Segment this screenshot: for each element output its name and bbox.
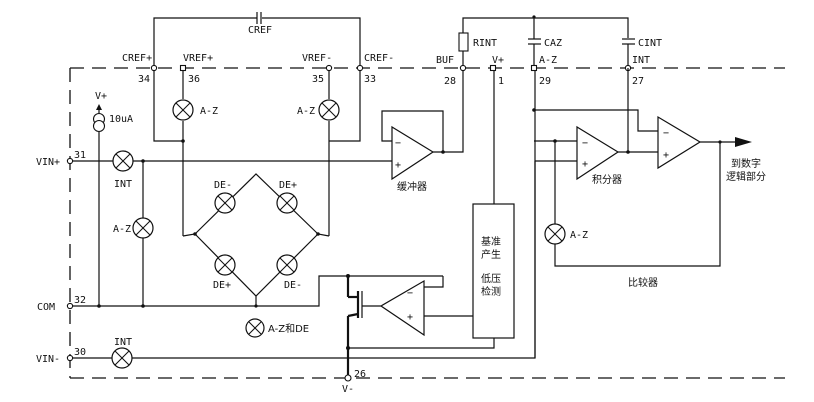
ref-block-line4: 检测 <box>481 285 501 298</box>
caz-label: CAZ <box>544 38 562 49</box>
buffer-minus: − <box>395 138 401 149</box>
pin-number-34: 34 <box>138 74 150 85</box>
current-source-value-label: 10uA <box>109 114 133 125</box>
switch-label-az-comparator: A-Z <box>570 230 588 241</box>
pin-number-28: 28 <box>444 76 456 87</box>
comparator-minus: − <box>663 128 669 139</box>
buffer-plus: + <box>395 160 401 171</box>
output-arrow-icon <box>735 137 752 147</box>
cref-capacitor: CREF <box>153 12 361 68</box>
output-label-line1: 到数字 <box>731 157 761 170</box>
legend-switch-icon <box>245 318 265 338</box>
switch-label-de-bottom-right: DE- <box>284 280 302 291</box>
buffer-opamp: − + <box>391 125 435 181</box>
switch-de-top-left <box>214 192 236 214</box>
ref-block-line1: 基准 <box>481 235 501 248</box>
pin-label-com: COM <box>37 302 55 313</box>
ref-opamp-minus: − <box>407 288 413 299</box>
pin-34 <box>150 64 158 72</box>
pin-number-27: 27 <box>632 76 644 87</box>
legend-switch-note: A-Z和DE <box>268 323 309 335</box>
output-label-line2: 逻辑部分 <box>726 170 766 183</box>
switch-label-az-vref-plus: A-Z <box>200 106 218 117</box>
switch-label-int-vin-plus: INT <box>114 179 132 190</box>
switch-az-comparator <box>544 223 566 245</box>
pin-35 <box>325 64 333 72</box>
cref-label: CREF <box>248 25 272 36</box>
switch-de-bottom-left <box>214 254 236 276</box>
switch-int-vin-minus <box>111 347 133 369</box>
current-source-10ua: V+ 10uA <box>92 91 133 306</box>
switch-de-bottom-right <box>276 254 298 276</box>
ref-opamp-plus: + <box>407 312 413 323</box>
pin-31 <box>66 157 74 165</box>
pin-label-az: A-Z <box>539 55 557 66</box>
pin-33 <box>356 64 364 72</box>
ref-block-line2: 产生 <box>481 248 501 261</box>
cint-label: CINT <box>638 38 662 49</box>
pin-label-cref-minus: CREF- <box>364 53 394 64</box>
pin-32 <box>66 302 74 310</box>
buffer-label: 缓冲器 <box>397 180 427 193</box>
switch-de-top-right <box>276 192 298 214</box>
reference-block: 基准 产生 低压 检测 <box>472 203 515 339</box>
comparator-opamp: − + <box>657 115 702 170</box>
pin-number-32: 32 <box>74 295 86 306</box>
pin-number-30: 30 <box>74 347 86 358</box>
pin-number-31: 31 <box>74 150 86 161</box>
pin-label-vminus: V- <box>342 384 354 395</box>
rint-label: RINT <box>473 38 497 49</box>
pin-label-int: INT <box>632 55 650 66</box>
pin-label-cref-plus: CREF+ <box>122 53 152 64</box>
switch-label-int-vin-minus: INT <box>114 337 132 348</box>
pin-label-vin-minus: VIN- <box>36 354 60 365</box>
ref-block-line3: 低压 <box>481 272 501 285</box>
pin-28 <box>459 64 467 72</box>
pin-30 <box>66 354 74 362</box>
switch-label-az-left: A-Z <box>113 224 131 235</box>
pin-number-26: 26 <box>354 369 366 380</box>
pin-29 <box>530 64 538 72</box>
mosfet-transistor <box>346 274 381 378</box>
switch-label-de-top-left: DE- <box>214 180 232 191</box>
integrator-label: 积分器 <box>592 174 622 186</box>
integrator-plus: + <box>582 159 588 170</box>
pin-number-1: 1 <box>498 76 504 87</box>
pin-label-vplus: V+ <box>492 55 504 66</box>
reference-opamp: − + <box>379 279 425 337</box>
pin-number-29: 29 <box>539 76 551 87</box>
current-source-supply-label: V+ <box>95 91 107 102</box>
switch-int-vin-plus <box>112 150 134 172</box>
pin-26 <box>344 374 352 382</box>
pin-label-buf: BUF <box>436 55 454 66</box>
pin-number-35: 35 <box>312 74 324 85</box>
integrator-opamp: − + <box>576 125 620 181</box>
de-bridge <box>182 173 330 308</box>
switch-az-vref-plus <box>172 99 194 121</box>
switch-az-left <box>132 217 154 239</box>
pin-1 <box>489 64 497 72</box>
comparator-label: 比较器 <box>628 276 658 289</box>
pin-36 <box>179 64 187 72</box>
comparator-plus: + <box>663 150 669 161</box>
chip-boundary <box>69 67 785 379</box>
pin-label-vref-minus: VREF- <box>302 53 332 64</box>
switch-label-az-vref-minus: A-Z <box>297 106 315 117</box>
switch-label-de-bottom-left: DE+ <box>213 280 231 291</box>
pin-label-vref-plus: VREF+ <box>183 53 213 64</box>
pin-number-33: 33 <box>364 74 376 85</box>
integrator-minus: − <box>582 138 588 149</box>
rint-resistor <box>458 32 469 52</box>
switch-label-de-top-right: DE+ <box>279 180 297 191</box>
pin-label-vin-plus: VIN+ <box>36 157 60 168</box>
pin-number-36: 36 <box>188 74 200 85</box>
switch-az-vref-minus <box>318 99 340 121</box>
